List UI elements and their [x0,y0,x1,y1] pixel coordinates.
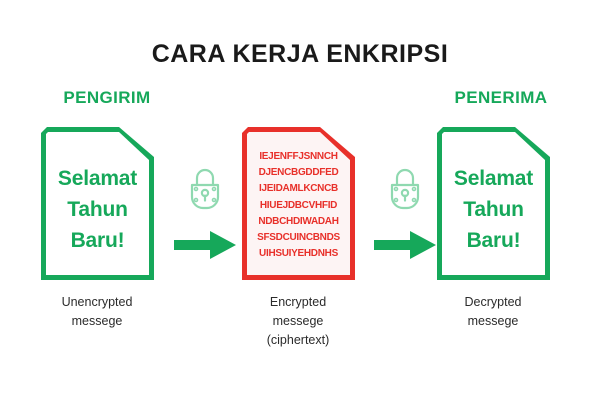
ciphertext-line: IEJENFFJSNNCH [259,151,338,162]
ciphertext-line: UIHSUIYEHDNHS [259,248,338,260]
encrypt-step [172,164,238,260]
document-folded-corner-icon [516,127,550,161]
plaintext-line-2: Tahun [463,198,524,221]
page-title: CARA KERJA ENKRIPSI [151,40,449,68]
padlock-icon [185,164,225,212]
padlock-icon [385,164,425,212]
caption-line: Encrypted [269,295,327,309]
document-ciphertext: IEJENFFJSNNCH DJENCBGDDFED IJEIDAMLKCNCB… [242,127,355,280]
document-plaintext-body: Selamat Tahun Baru! [437,163,550,256]
caption-line: messege [272,314,324,328]
document-plaintext-right: Selamat Tahun Baru! [437,127,550,280]
ciphertext-line: SFSDCUINCBNDS [257,232,340,244]
plaintext-line-3: Baru! [466,229,521,252]
receiver-column-label: PENERIMA [454,88,548,107]
caption-decrypted: Decrypted messege [408,293,578,331]
sender-column-label: PENGIRIM [63,88,151,107]
document-ciphertext-body: IEJENFFJSNNCH DJENCBGDDFED IJEIDAMLKCNCB… [242,149,355,262]
plaintext-line-1: Selamat [453,167,534,190]
document-plaintext-left: Selamat Tahun Baru! [41,127,154,280]
ciphertext-line: DJENCBGDDFED [258,167,339,179]
arrow-right-icon [374,230,436,260]
plaintext-line-3: Baru! [70,229,125,252]
caption-line: Decrypted [464,295,522,309]
caption-unencrypted: Unencrypted messege [12,293,182,331]
caption-encrypted: Encrypted messege (ciphertext) [213,293,383,350]
document-page-shape [41,127,154,280]
document-folded-corner-icon [120,127,154,161]
document-page-fill [247,132,350,275]
decrypt-step [372,164,438,260]
caption-line: Unencrypted [61,295,133,309]
caption-line: messege [467,314,519,328]
ciphertext-line: HIUEJDBCVHFID [259,199,338,211]
document-plaintext-body: Selamat Tahun Baru! [41,163,154,256]
plaintext-line-2: Tahun [67,198,128,221]
arrow-right-icon [174,230,236,260]
document-page-fill [46,132,149,275]
document-page-fill [442,132,545,275]
plaintext-line-1: Selamat [57,167,138,190]
caption-line: (ciphertext) [266,333,330,347]
ciphertext-line: IJEIDAMLKCNCB [259,183,338,195]
document-page-shape [437,127,550,280]
caption-line: messege [71,314,123,328]
document-page-shape [242,127,355,280]
ciphertext-line: NDBCHDIWADAH [258,215,339,227]
